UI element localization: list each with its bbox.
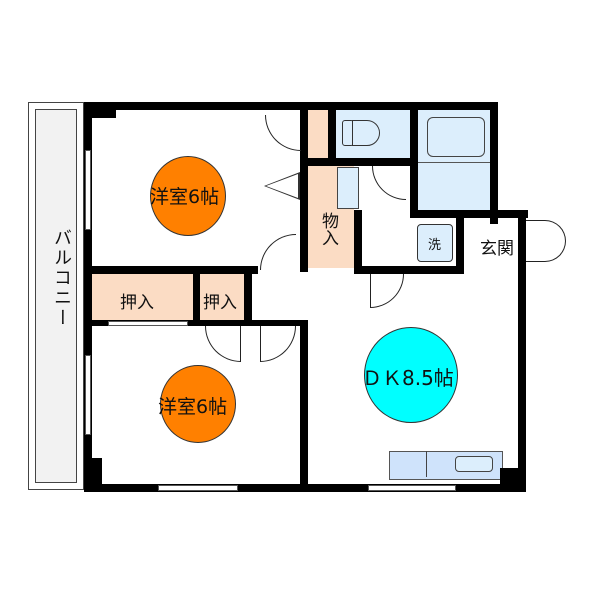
window-upper: [85, 150, 91, 230]
balcony-label: バルコニー: [51, 228, 72, 328]
closet-sliding-door: [108, 321, 188, 326]
balcony: [28, 102, 84, 490]
washer-pan: [417, 224, 453, 262]
dk-marker: [364, 327, 458, 423]
storage-upper: [308, 110, 328, 160]
western-room-upper-marker: [150, 156, 226, 236]
western-room-lower-marker: [160, 365, 236, 443]
door-room-upper[interactable]: [265, 115, 301, 151]
washbasin: [337, 167, 359, 209]
western-room-upper-label: 洋室6帖: [150, 186, 220, 208]
closet-left: [90, 272, 193, 322]
toilet-icon: [342, 120, 382, 146]
dk-label: ＤＫ8.5帖: [362, 366, 454, 390]
storage-label: 物入: [318, 212, 338, 246]
closet-left-label: 押入: [120, 293, 154, 313]
door-room-lower[interactable]: [205, 326, 241, 362]
wall-top-left: [84, 102, 306, 110]
door-room-lower-2[interactable]: [260, 326, 296, 362]
door-entrance[interactable]: [526, 220, 566, 262]
door-toilet[interactable]: [372, 166, 406, 200]
washer-label: 洗: [428, 238, 442, 253]
window-lower: [85, 355, 91, 435]
counter-divider: [426, 451, 427, 477]
window-bottom-left: [158, 485, 238, 491]
bath-divider: [417, 162, 494, 163]
closet-right: [200, 272, 244, 322]
door-washroom[interactable]: [370, 274, 404, 308]
door-room-upper-2[interactable]: [260, 234, 296, 270]
closet-right-label: 押入: [203, 293, 237, 313]
entrance-label: 玄関: [480, 239, 514, 259]
sink-icon: [455, 456, 493, 472]
bathtub: [427, 117, 485, 157]
western-room-lower-label: 洋室6帖: [158, 396, 228, 418]
window-bottom-right: [368, 485, 456, 491]
wall-top-right: [306, 102, 498, 110]
